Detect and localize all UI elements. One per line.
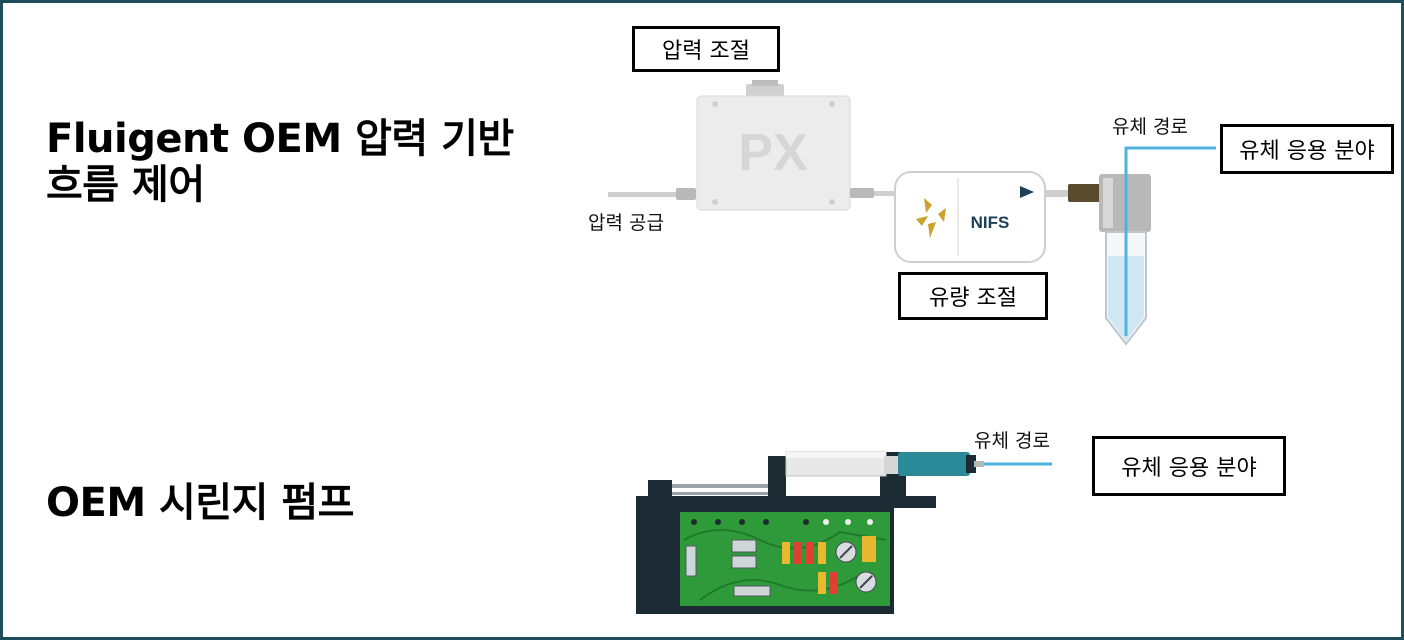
pressure-supply-label: 압력 공급 <box>588 212 664 234</box>
application-box-bottom: 유체 응용 분야 <box>1092 436 1286 496</box>
px-controller-unit: PX <box>696 80 851 211</box>
flow-direction-icon <box>1020 186 1034 198</box>
heading-line-1: Fluigent OEM 압력 기반 <box>46 116 514 162</box>
pressure-flow-heading: Fluigent OEM 압력 기반 흐름 제어 <box>46 116 514 208</box>
syringe-pump <box>636 451 984 614</box>
supply-fitting <box>676 188 696 200</box>
pressure-control-box: 압력 조절 <box>632 26 780 72</box>
heading-line-2: 흐름 제어 <box>46 162 205 208</box>
fluid-path-label-top: 유체 경로 <box>1112 116 1188 138</box>
application-box-top: 유체 응용 분야 <box>1220 124 1394 174</box>
supply-tube <box>608 192 678 197</box>
flow-unit-logo <box>916 198 946 238</box>
fluid-path-label-bottom: 유체 경로 <box>974 430 1050 452</box>
flow-control-box: 유량 조절 <box>898 272 1048 320</box>
flow-unit: NIFS <box>894 171 1046 263</box>
fluid-path-line-top <box>1124 146 1216 336</box>
px-unit-text: PX <box>738 124 808 182</box>
flow-unit-text: NIFS <box>971 213 1010 232</box>
reservoir-fitting <box>1068 184 1100 202</box>
syringe-pump-heading: OEM 시린지 펌프 <box>46 480 354 526</box>
